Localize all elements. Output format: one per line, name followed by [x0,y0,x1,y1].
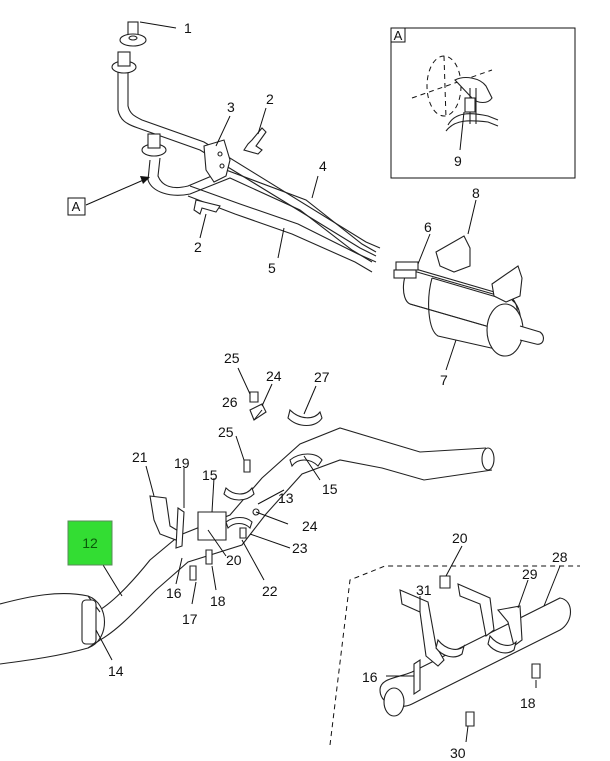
arrow-head [140,176,150,184]
callout-24-upper[interactable]: 24 [266,368,282,384]
callout-12[interactable]: 12 [82,535,98,551]
callout-16-left[interactable]: 16 [166,585,182,601]
callout-22[interactable]: 22 [262,583,278,599]
callout-13[interactable]: 13 [278,490,294,506]
callout-15-right[interactable]: 15 [322,481,338,497]
callout-20-left[interactable]: 20 [226,552,242,568]
callout-3[interactable]: 3 [227,99,235,115]
upper-pipe-assembly [111,21,381,273]
callout-29[interactable]: 29 [522,566,538,582]
callout-31[interactable]: 31 [416,582,432,598]
callout-2-upper[interactable]: 2 [266,91,274,107]
callout-18-left[interactable]: 18 [210,593,226,609]
detail-b-view [329,565,580,746]
leader-lines [85,21,561,743]
callout-20-detail[interactable]: 20 [452,530,468,546]
callouts: 1 2 2 3 4 5 6 7 8 9 13 14 15 15 16 16 17… [108,20,568,761]
callout-14[interactable]: 14 [108,663,124,679]
detail-a-reference-label: A [72,199,81,214]
callout-8[interactable]: 8 [472,185,480,201]
callout-17[interactable]: 17 [182,611,198,627]
callout-18-detail[interactable]: 18 [520,695,536,711]
callout-5[interactable]: 5 [268,260,276,276]
callout-4[interactable]: 4 [319,158,327,174]
callout-1[interactable]: 1 [184,20,192,36]
callout-6[interactable]: 6 [424,219,432,235]
detail-a-view: A [390,27,576,179]
detail-a-reference-box[interactable] [67,197,86,216]
callout-23[interactable]: 23 [292,540,308,556]
lower-pipe-assembly [0,391,495,665]
callout-24-lower[interactable]: 24 [302,518,318,534]
callout-28[interactable]: 28 [552,549,568,565]
detail-a-label: A [394,28,403,43]
callout-26[interactable]: 26 [222,394,238,410]
callout-7[interactable]: 7 [440,372,448,388]
highlighted-part-box[interactable] [67,520,113,566]
callout-16-detail[interactable]: 16 [362,669,378,685]
callout-27[interactable]: 27 [314,369,330,385]
callout-2-lower[interactable]: 2 [194,239,202,255]
callout-25-upper[interactable]: 25 [224,350,240,366]
callout-9[interactable]: 9 [454,153,462,169]
callout-21[interactable]: 21 [132,449,148,465]
callout-19[interactable]: 19 [174,455,190,471]
callout-30[interactable]: 30 [450,745,466,761]
callout-15-left[interactable]: 15 [202,467,218,483]
callout-25-lower[interactable]: 25 [218,424,234,440]
muffler-assembly [393,235,545,357]
